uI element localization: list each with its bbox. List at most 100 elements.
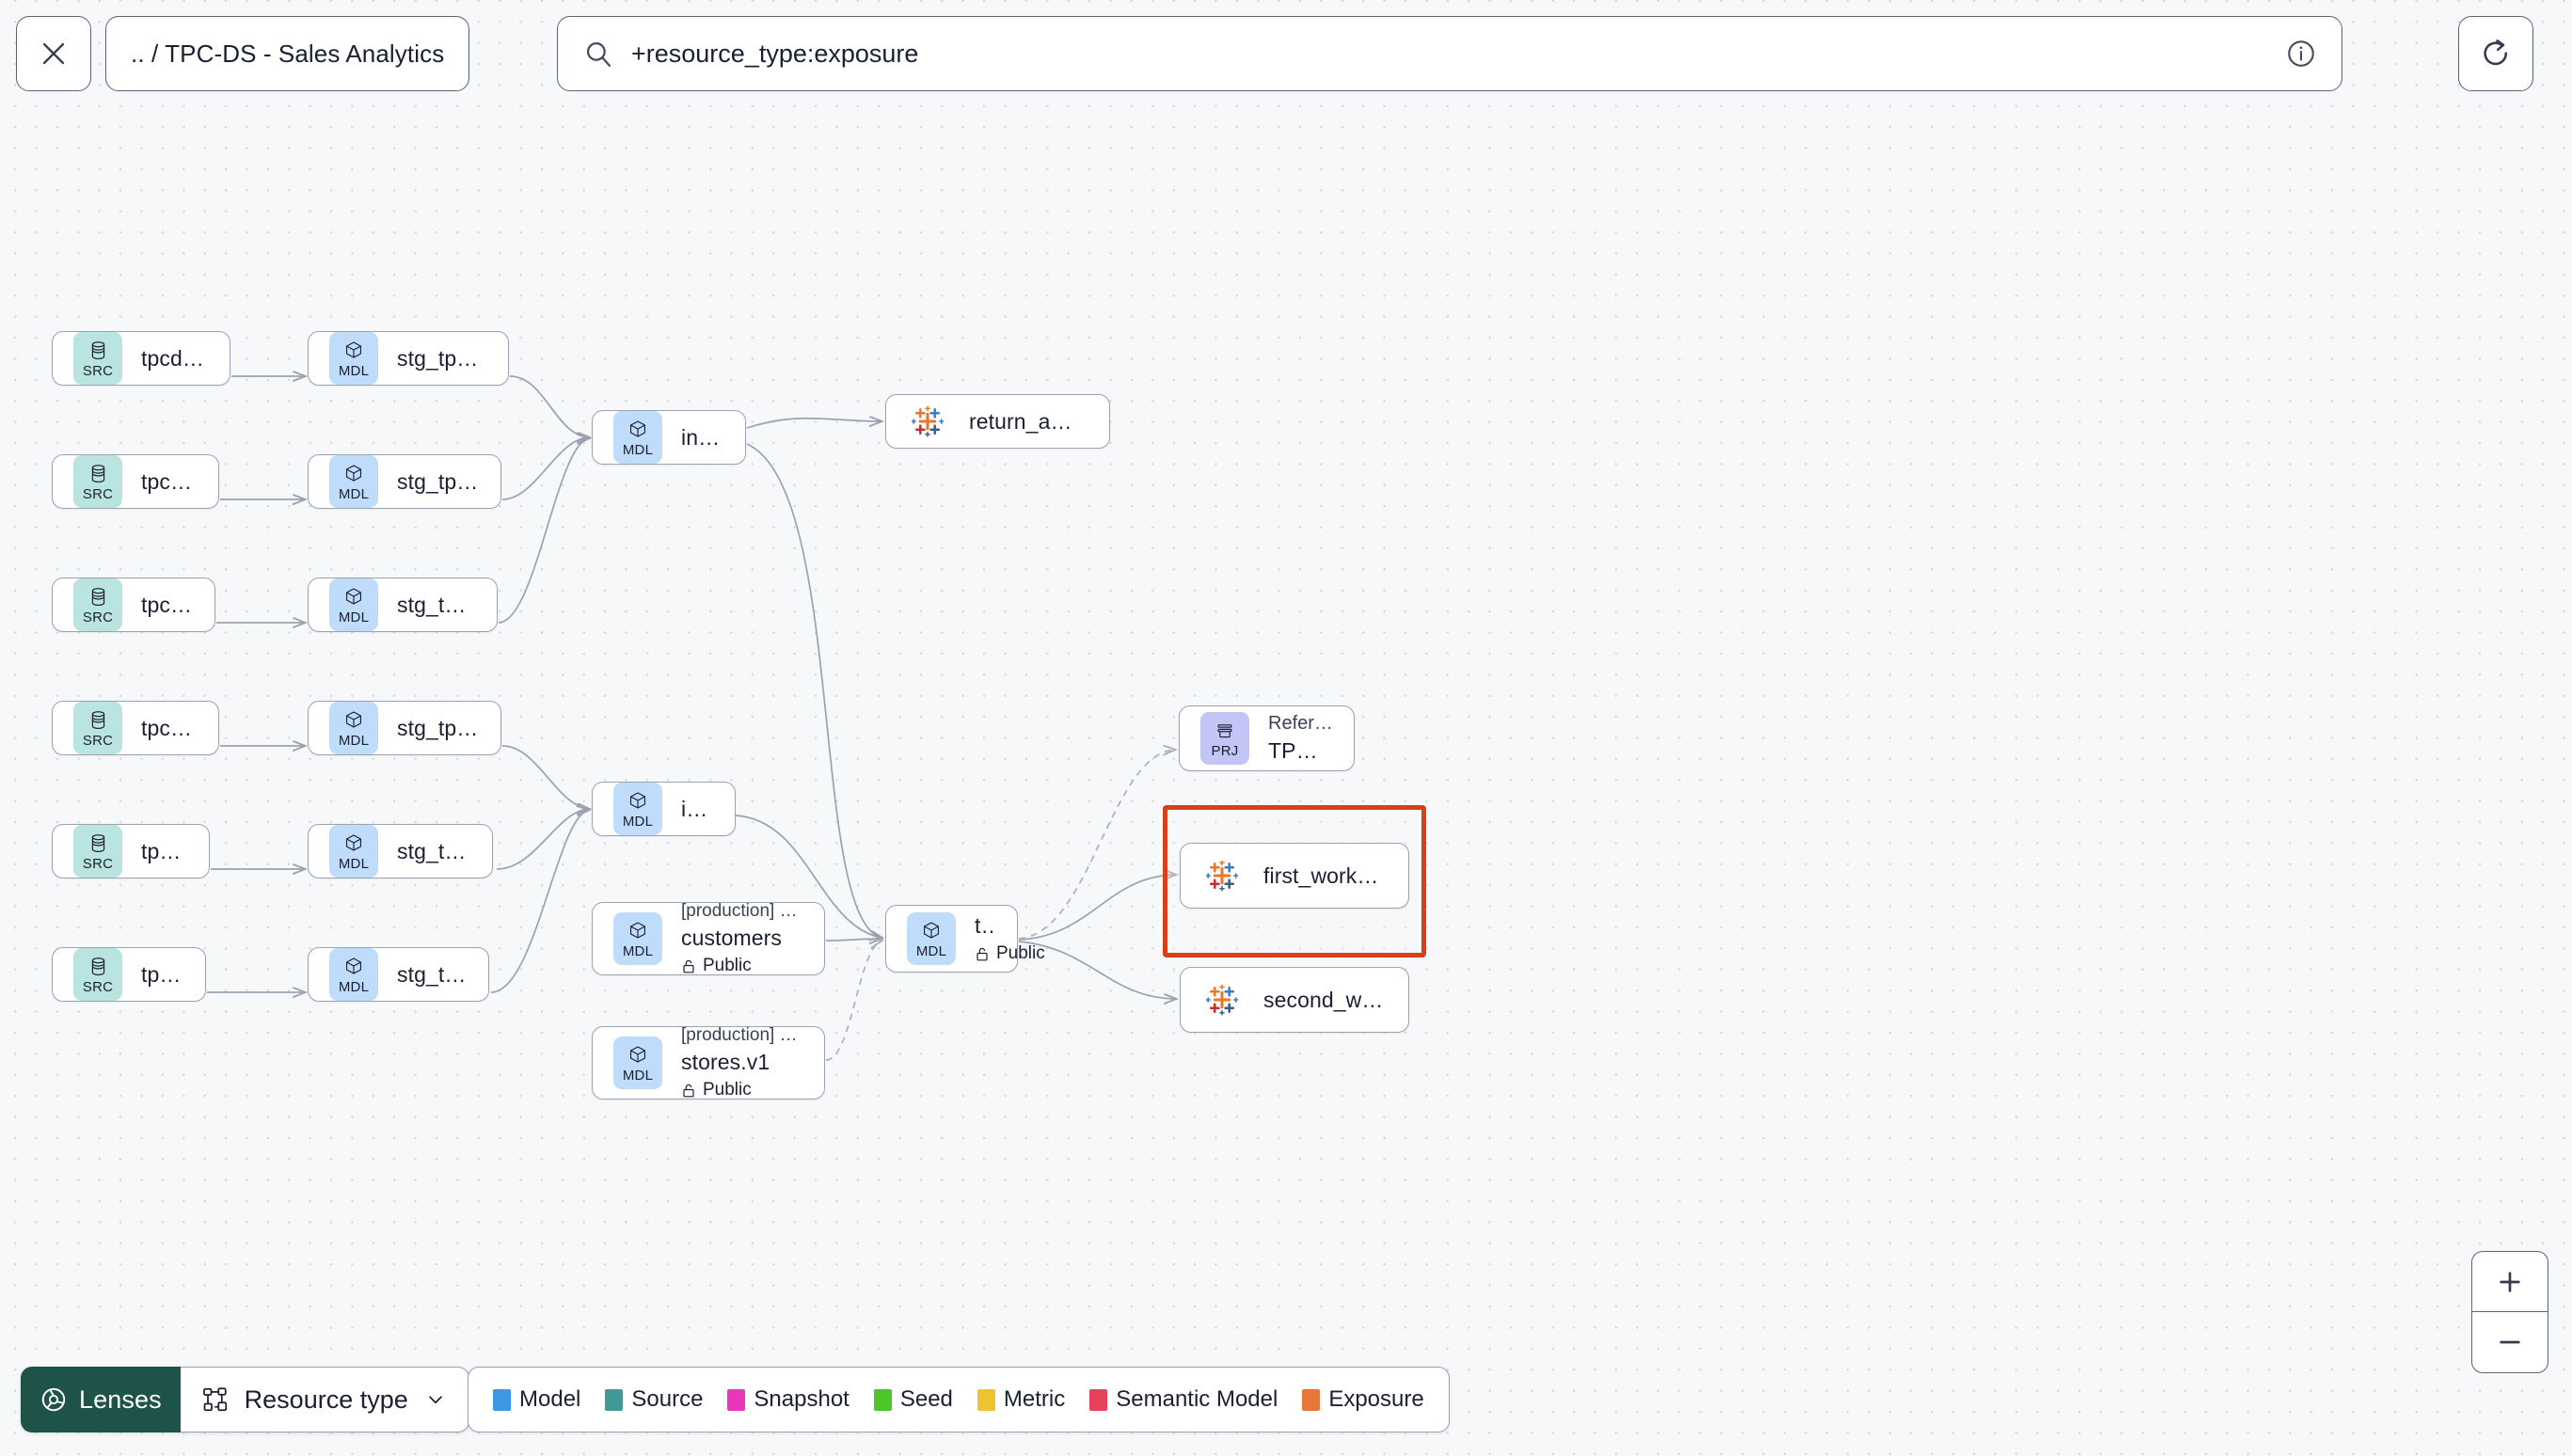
node-title: stg_tpcds_core__web_sales bbox=[397, 961, 468, 987]
zoom-out-button[interactable] bbox=[2472, 1312, 2548, 1372]
search-input[interactable] bbox=[631, 39, 2285, 69]
resource-type-select[interactable]: Resource type bbox=[180, 1367, 469, 1432]
model-badge: MDL bbox=[613, 1037, 662, 1089]
node-first-workbook[interactable]: first_workbook_attached_to_tpc-ds_-_… bbox=[1180, 843, 1409, 909]
model-badge: MDL bbox=[329, 702, 378, 754]
refresh-icon bbox=[2484, 40, 2508, 66]
breadcrumb[interactable]: .. / TPC-DS - Sales Analytics bbox=[105, 16, 470, 91]
cube-icon bbox=[922, 919, 941, 943]
node-stg-catalog-returns[interactable]: MDL stg_tpcds_core__catalog_returns bbox=[308, 331, 509, 386]
source-badge: SRC bbox=[73, 825, 122, 878]
node-int-returns-unioned[interactable]: MDL int_returns__unioned bbox=[592, 410, 746, 465]
node-project-meta: [production] Project: TPC-DS - Core Data… bbox=[681, 901, 803, 921]
legend-label: Semantic Model bbox=[1116, 1386, 1278, 1412]
source-badge: SRC bbox=[73, 702, 122, 754]
model-badge: MDL bbox=[329, 825, 378, 878]
node-int-sales-unioned[interactable]: MDL int_sales__unioned bbox=[592, 782, 736, 836]
node-customers[interactable]: MDL [production] Project: TPC-DS - Core … bbox=[592, 901, 825, 975]
search-bar[interactable] bbox=[557, 16, 2342, 91]
node-title: tpcds_core.store_returns bbox=[141, 468, 198, 494]
node-second-workbook[interactable]: second_workbook_connected_to_live… bbox=[1180, 967, 1409, 1033]
close-button[interactable] bbox=[16, 16, 91, 91]
legend-item-snapshot[interactable]: Snapshot bbox=[727, 1386, 849, 1413]
node-title: int_returns__unioned bbox=[681, 424, 724, 450]
node-title: stores.v1 bbox=[681, 1050, 770, 1074]
project-badge: PRJ bbox=[1200, 712, 1249, 765]
badge-label: MDL bbox=[622, 1067, 654, 1084]
node-src-catalog-sales[interactable]: SRC tpcds_core.catalog_sales bbox=[52, 701, 219, 755]
node-title: stg_tpcds_core__catalog_sales bbox=[397, 715, 480, 740]
node-labels: tpcds_core.web_sales bbox=[141, 962, 184, 988]
lenses-label: Lenses bbox=[79, 1385, 162, 1414]
badge-label: SRC bbox=[82, 362, 114, 379]
legend-label: Seed bbox=[899, 1386, 953, 1412]
node-stg-store-sales[interactable]: MDL stg_tpcds_core__store_sales bbox=[308, 824, 493, 878]
resource-type-icon bbox=[202, 1387, 227, 1412]
node-stg-web-sales[interactable]: MDL stg_tpcds_core__web_sales bbox=[308, 947, 489, 1002]
cube-icon bbox=[628, 418, 647, 442]
node-labels: stg_tpcds_core__web_sales bbox=[397, 962, 468, 988]
node-visibility: Public bbox=[975, 943, 1045, 964]
legend-label: Snapshot bbox=[754, 1386, 849, 1412]
node-labels: tpcds_core.web_returns bbox=[141, 593, 194, 618]
node-src-catalog-returns[interactable]: SRC tpcds_core.catalog_returns bbox=[52, 331, 230, 386]
legend-item-exposure[interactable]: Exposure bbox=[1302, 1386, 1424, 1413]
unlock-icon bbox=[683, 959, 694, 973]
model-badge: MDL bbox=[613, 783, 662, 835]
node-src-store-returns[interactable]: SRC tpcds_core.store_returns bbox=[52, 454, 219, 509]
node-stg-web-returns[interactable]: MDL stg_tpcds_core__web_returns bbox=[308, 578, 498, 632]
minus-icon bbox=[2500, 1340, 2520, 1344]
model-badge: MDL bbox=[613, 411, 662, 464]
database-icon bbox=[89, 708, 107, 733]
node-transactions[interactable]: MDL transactions Public bbox=[885, 905, 1045, 973]
node-labels: stg_tpcds_core__catalog_returns bbox=[397, 346, 487, 372]
cube-icon bbox=[344, 339, 363, 363]
node-labels: stg_tpcds_core__store_returns bbox=[397, 469, 480, 495]
legend-item-source[interactable]: Source bbox=[605, 1386, 703, 1413]
search-icon bbox=[586, 41, 611, 67]
source-badge: SRC bbox=[73, 332, 122, 385]
node-return-amounts-by-transaction-type[interactable]: return_amounts_by_transaction_type bbox=[885, 394, 1110, 449]
resource-type-label: Resource type bbox=[244, 1385, 408, 1414]
source-badge: SRC bbox=[73, 948, 122, 1001]
badge-label: MDL bbox=[338, 362, 370, 379]
node-labels: int_returns__unioned bbox=[681, 425, 724, 451]
node-stores-v1[interactable]: MDL [production] Project: TPC-DS - Core … bbox=[592, 1025, 825, 1100]
bottom-toolbar: Lenses Resource type Model bbox=[0, 1343, 2572, 1456]
tableau-icon bbox=[912, 405, 944, 437]
node-labels: first_workbook_attached_to_tpc-ds_-_… bbox=[1263, 863, 1388, 889]
resource-type-legend: Model Source Snapshot Seed Metric Semant… bbox=[468, 1367, 1450, 1432]
legend-item-model[interactable]: Model bbox=[493, 1386, 580, 1413]
legend-item-metric[interactable]: Metric bbox=[976, 1386, 1065, 1413]
legend-item-semantic-model[interactable]: Semantic Model bbox=[1089, 1386, 1278, 1413]
legend-swatch bbox=[976, 1388, 995, 1411]
badge-label: MDL bbox=[338, 732, 370, 749]
node-title: int_sales__unioned bbox=[681, 796, 714, 821]
legend-item-seed[interactable]: Seed bbox=[873, 1386, 953, 1413]
legend-swatch bbox=[873, 1388, 892, 1411]
legend-swatch bbox=[605, 1388, 624, 1411]
badge-label: SRC bbox=[82, 855, 114, 872]
node-src-web-returns[interactable]: SRC tpcds_core.web_returns bbox=[52, 578, 215, 632]
unlock-icon bbox=[683, 1084, 694, 1097]
node-src-web-sales[interactable]: SRC tpcds_core.web_sales bbox=[52, 947, 206, 1002]
badge-label: SRC bbox=[82, 485, 114, 502]
node-labels: tpcds_core.catalog_sales bbox=[141, 716, 198, 741]
breadcrumb-label: .. / TPC-DS - Sales Analytics bbox=[131, 39, 445, 68]
source-badge: SRC bbox=[73, 578, 122, 631]
node-title: tpcds_core.catalog_sales bbox=[141, 715, 198, 740]
refresh-button[interactable] bbox=[2458, 16, 2533, 91]
node-src-store-sales[interactable]: SRC tpcds_core.store_sales bbox=[52, 824, 210, 878]
node-visibility: Public bbox=[681, 1080, 803, 1100]
node-stg-catalog-sales[interactable]: MDL stg_tpcds_core__catalog_sales bbox=[308, 701, 501, 755]
badge-label: PRJ bbox=[1211, 742, 1239, 759]
lenses-button[interactable]: Lenses bbox=[21, 1367, 181, 1432]
node-referenced-by-project[interactable]: PRJ Referenced by TPC-DS - Core Data Mod… bbox=[1179, 705, 1355, 771]
legend-swatch bbox=[727, 1388, 746, 1411]
node-labels: stg_tpcds_core__catalog_sales bbox=[397, 716, 480, 741]
zoom-in-button[interactable] bbox=[2472, 1252, 2548, 1312]
info-circle-icon[interactable] bbox=[2285, 38, 2317, 70]
node-stg-store-returns[interactable]: MDL stg_tpcds_core__store_returns bbox=[308, 454, 501, 509]
node-title: tpcds_core.store_sales bbox=[141, 838, 188, 863]
